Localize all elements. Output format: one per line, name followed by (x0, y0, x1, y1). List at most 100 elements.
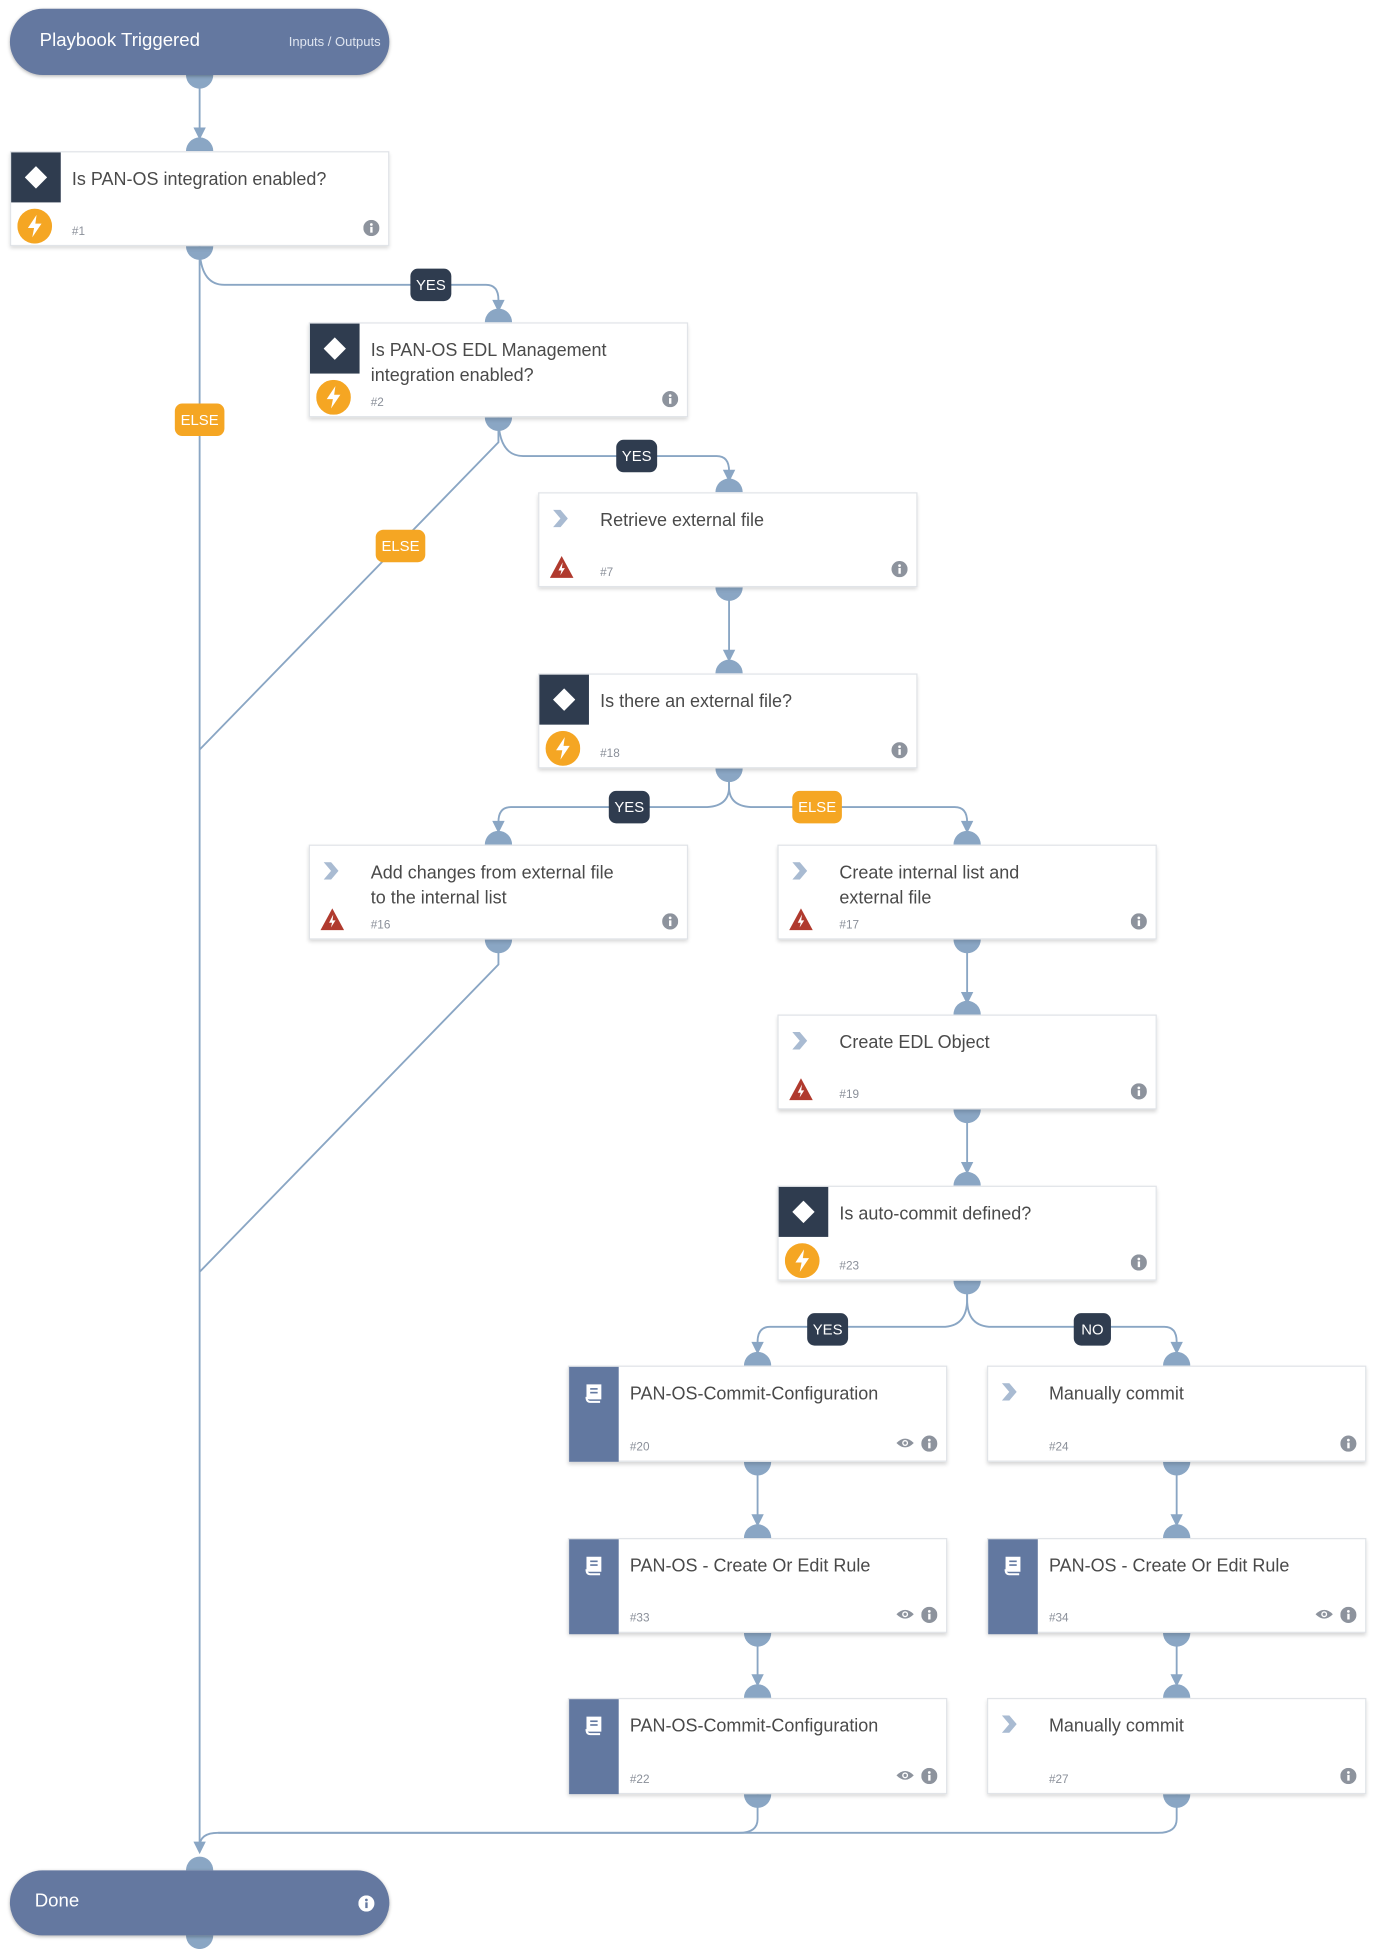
task-title: PAN-OS-Commit-Configuration (629, 1384, 879, 1405)
task-node-27[interactable]: Manually commit #27 (986, 1697, 1367, 1795)
task-title: Create internal list and external file (839, 863, 1020, 909)
info-icon[interactable] (358, 1895, 375, 1912)
chevron-right-icon (792, 862, 808, 880)
task-number: #7 (600, 565, 614, 580)
task-number: #27 (1048, 1772, 1069, 1787)
book-icon (585, 1555, 603, 1576)
task-number: #20 (629, 1440, 650, 1455)
branch-label-yes: YES (616, 439, 658, 473)
task-node-19[interactable]: Create EDL Object #19 (777, 1014, 1157, 1110)
branch-label-else: ELSE (792, 790, 842, 824)
trigger-title: Playbook Triggered (39, 29, 200, 52)
chevron-right-icon (1001, 1383, 1017, 1401)
task-node-1[interactable]: Is PAN-OS integration enabled? #1 (9, 151, 390, 247)
task-title: Manually commit (1048, 1716, 1184, 1737)
task-number: #16 (370, 918, 391, 933)
task-title: Add changes from external file to the in… (370, 863, 614, 909)
chevron-right-icon (792, 1032, 808, 1050)
playbook-tag (569, 1539, 619, 1635)
task-title: Is there an external file? (600, 692, 793, 713)
task-node-20[interactable]: PAN-OS-Commit-Configuration #20 (567, 1365, 948, 1462)
eye-icon[interactable] (896, 1769, 914, 1781)
info-icon[interactable] (363, 219, 380, 237)
info-icon[interactable] (891, 560, 908, 578)
task-title: Is PAN-OS integration enabled? (71, 169, 327, 190)
task-number: #24 (1048, 1440, 1069, 1455)
task-title: Create EDL Object (839, 1033, 990, 1054)
playbook-tag (569, 1699, 619, 1795)
task-number: #22 (629, 1772, 650, 1787)
bolt-icon (545, 730, 581, 766)
task-title: Manually commit (1048, 1384, 1184, 1405)
chevron-right-icon (552, 509, 568, 528)
eye-icon[interactable] (896, 1608, 914, 1620)
task-node-7[interactable]: Retrieve external file #7 (538, 492, 918, 588)
diamond-icon (792, 1200, 815, 1224)
info-icon[interactable] (921, 1767, 938, 1785)
book-icon (1004, 1555, 1022, 1576)
task-node-16[interactable]: Add changes from external file to the in… (308, 844, 689, 940)
warning-icon (320, 908, 345, 931)
info-icon[interactable] (921, 1606, 938, 1623)
task-node-23[interactable]: Is auto-commit defined? #23 (777, 1185, 1157, 1281)
playbook-tag (988, 1539, 1038, 1635)
info-icon[interactable] (1340, 1767, 1357, 1785)
eye-icon[interactable] (896, 1437, 914, 1449)
task-title: Is auto-commit defined? (839, 1204, 1032, 1225)
task-node-33[interactable]: PAN-OS - Create Or Edit Rule #33 (567, 1538, 948, 1635)
task-node-24[interactable]: Manually commit #24 (986, 1365, 1367, 1462)
eye-icon[interactable] (1315, 1608, 1333, 1620)
bolt-icon (784, 1243, 820, 1279)
task-title: PAN-OS-Commit-Configuration (629, 1716, 879, 1737)
playbook-triggered-node[interactable]: Playbook Triggered Inputs / Outputs (9, 8, 390, 75)
chevron-right-icon (1001, 1715, 1017, 1733)
condition-tag (11, 152, 61, 203)
task-node-34[interactable]: PAN-OS - Create Or Edit Rule #34 (986, 1538, 1367, 1635)
inputs-outputs-link[interactable]: Inputs / Outputs (288, 34, 381, 50)
task-number: #19 (839, 1088, 860, 1102)
info-icon[interactable] (662, 913, 679, 930)
warning-icon (789, 1078, 813, 1101)
task-node-2[interactable]: Is PAN-OS EDL Management integration ena… (308, 322, 689, 418)
chevron-right-icon (323, 862, 339, 880)
task-number: #1 (71, 224, 86, 239)
done-node[interactable]: Done (9, 1870, 390, 1936)
info-icon[interactable] (891, 742, 908, 759)
branch-label-yes: YES (608, 790, 650, 824)
branch-label-yes: YES (410, 268, 452, 302)
bolt-icon (316, 379, 351, 415)
done-title: Done (34, 1890, 80, 1912)
info-icon[interactable] (662, 391, 679, 408)
task-node-17[interactable]: Create internal list and external file #… (777, 844, 1157, 940)
playbook-tag (569, 1366, 619, 1462)
task-node-18[interactable]: Is there an external file? #18 (538, 673, 918, 769)
branch-label-else: ELSE (375, 529, 426, 563)
info-icon[interactable] (921, 1435, 938, 1452)
info-icon[interactable] (1340, 1435, 1357, 1452)
diamond-icon (552, 688, 576, 711)
info-icon[interactable] (1130, 913, 1147, 930)
info-icon[interactable] (1340, 1606, 1357, 1623)
task-number: #18 (600, 747, 620, 761)
task-number: #23 (839, 1259, 860, 1274)
diamond-icon (323, 337, 346, 360)
task-title: PAN-OS - Create Or Edit Rule (1048, 1556, 1290, 1577)
bolt-icon (17, 208, 53, 244)
task-title: Retrieve external file (600, 511, 764, 531)
task-node-22[interactable]: PAN-OS-Commit-Configuration #22 (567, 1697, 948, 1795)
info-icon[interactable] (1130, 1254, 1147, 1271)
condition-tag (539, 674, 589, 725)
info-icon[interactable] (1130, 1083, 1147, 1100)
book-icon (585, 1383, 603, 1403)
book-icon (585, 1715, 603, 1736)
warning-icon (549, 555, 574, 578)
warning-icon (789, 908, 813, 931)
task-number: #17 (839, 918, 860, 933)
branch-label-yes: YES (807, 1313, 849, 1346)
condition-tag (778, 1186, 829, 1237)
branch-label-no: NO (1073, 1313, 1111, 1346)
branch-label-else: ELSE (174, 403, 225, 437)
task-title: PAN-OS - Create Or Edit Rule (629, 1556, 871, 1577)
